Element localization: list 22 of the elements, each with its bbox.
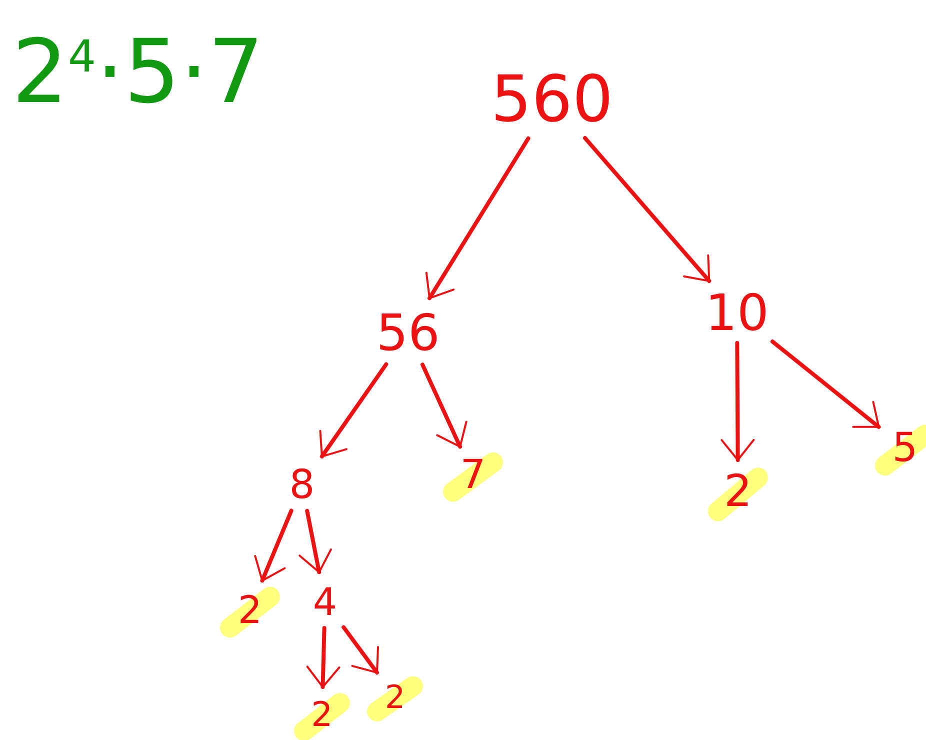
arrow	[298, 508, 332, 574]
arrow	[583, 136, 712, 283]
number: 7	[460, 455, 486, 495]
arrow	[306, 626, 340, 689]
arrow	[720, 341, 755, 462]
number: 56	[376, 308, 440, 358]
arrow	[425, 136, 530, 300]
number: 5	[892, 428, 918, 468]
number: 8	[289, 465, 315, 505]
number: 2	[238, 591, 262, 629]
arrow	[319, 362, 388, 458]
prime-factorization: 2$^{4}$·5·7	[12, 28, 264, 116]
arrow	[420, 362, 468, 449]
number: 560	[490, 68, 614, 132]
number: 4	[312, 583, 338, 621]
arrow	[254, 508, 294, 583]
arrow	[770, 340, 881, 429]
number: 2	[724, 470, 752, 514]
number: 10	[705, 288, 769, 338]
arrow	[342, 625, 379, 675]
number: 2	[384, 681, 406, 713]
number: 2	[311, 698, 333, 732]
